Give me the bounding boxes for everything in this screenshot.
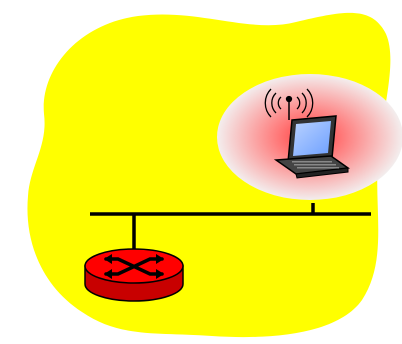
wireless-signal-icon [264,88,314,120]
laptop-screen [293,121,331,156]
wireless-laptop-icon [273,115,351,179]
router-icon [84,248,184,302]
